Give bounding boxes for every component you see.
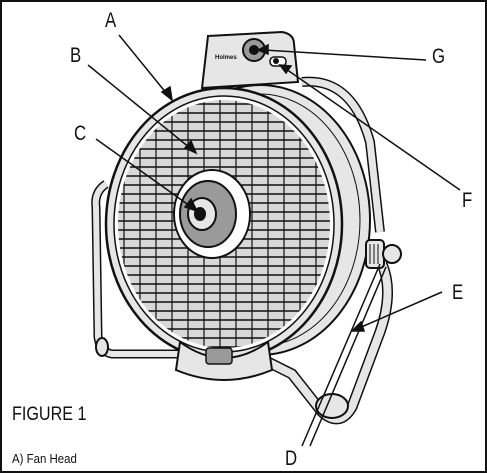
leader-g [263,49,427,61]
leader-d [301,263,381,447]
callout-b: B [70,44,82,67]
brand-label: Holmes [215,55,237,61]
control-housing: Holmes [200,30,300,90]
stand-foot-left [95,337,109,357]
callout-e: E [452,281,464,304]
leader-b [87,64,191,149]
support-stand [91,180,394,425]
leader-lines [87,34,461,447]
stand-foot-right [315,393,349,419]
callout-c: C [74,122,87,145]
part-label-a: A) Fan Head [12,451,77,466]
figure-title: FIGURE 1 [12,404,87,425]
leader-e [358,291,443,329]
leader-f [285,68,461,191]
callout-f: F [462,189,473,212]
callout-g: G [432,45,446,68]
center-hub [173,169,251,259]
tilt-knob [365,239,402,269]
base-bracket [174,340,274,381]
callout-d: D [285,447,298,470]
leader-a [118,34,168,95]
callout-a: A [105,9,117,32]
leader-c [95,138,191,207]
